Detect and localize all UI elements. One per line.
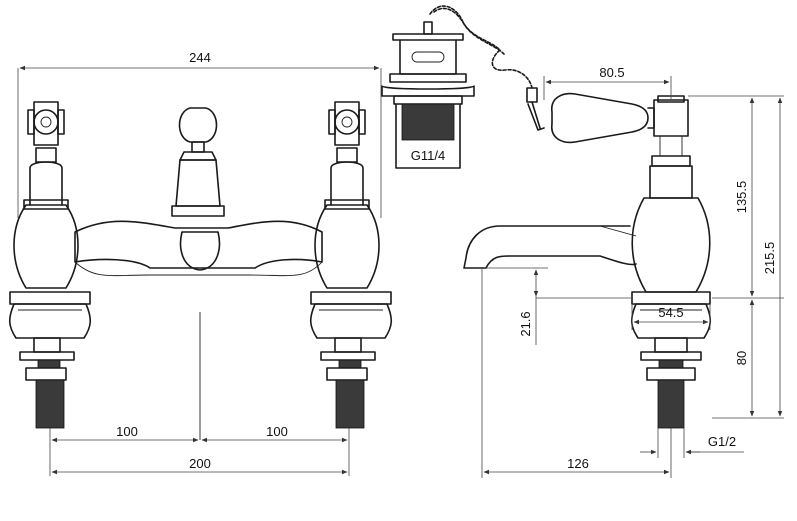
dim-upper-height: 135.5 <box>734 181 749 214</box>
tap-side-view <box>463 92 712 429</box>
left-pillar <box>8 101 92 429</box>
pop-up-waste: G11/4 <box>381 21 475 169</box>
mixer-bridge <box>74 220 323 269</box>
front-spout <box>179 231 221 271</box>
dim-overall-width: 244 <box>189 50 211 65</box>
dim-total-height: 215.5 <box>762 242 777 275</box>
dim-spout-clearance: 21.6 <box>518 311 533 336</box>
dim-lever-reach: 80.5 <box>599 65 624 80</box>
dim-shank-length: 80 <box>734 351 749 365</box>
dim-spout-projection: 126 <box>567 456 589 471</box>
dim-centres: 200 <box>189 456 211 471</box>
dim-left-centre: 100 <box>116 424 138 439</box>
side-dimensions: 80.5 135.5 215.5 80 21.6 54.5 126 <box>481 65 784 478</box>
centre-pop-up-knob <box>171 107 225 217</box>
right-pillar <box>309 101 393 429</box>
front-dimensions: 244 100 100 200 <box>17 50 382 476</box>
side-spout <box>463 225 637 269</box>
waste-thread-label: G11/4 <box>411 148 445 163</box>
dim-thread-size: G1/2 <box>708 434 736 449</box>
lever-handle <box>551 92 649 144</box>
bridge-mixer-front-view <box>8 101 393 440</box>
chain-and-stopper <box>429 5 545 131</box>
dim-base-width: 54.5 <box>658 305 683 320</box>
dim-right-centre: 100 <box>266 424 288 439</box>
